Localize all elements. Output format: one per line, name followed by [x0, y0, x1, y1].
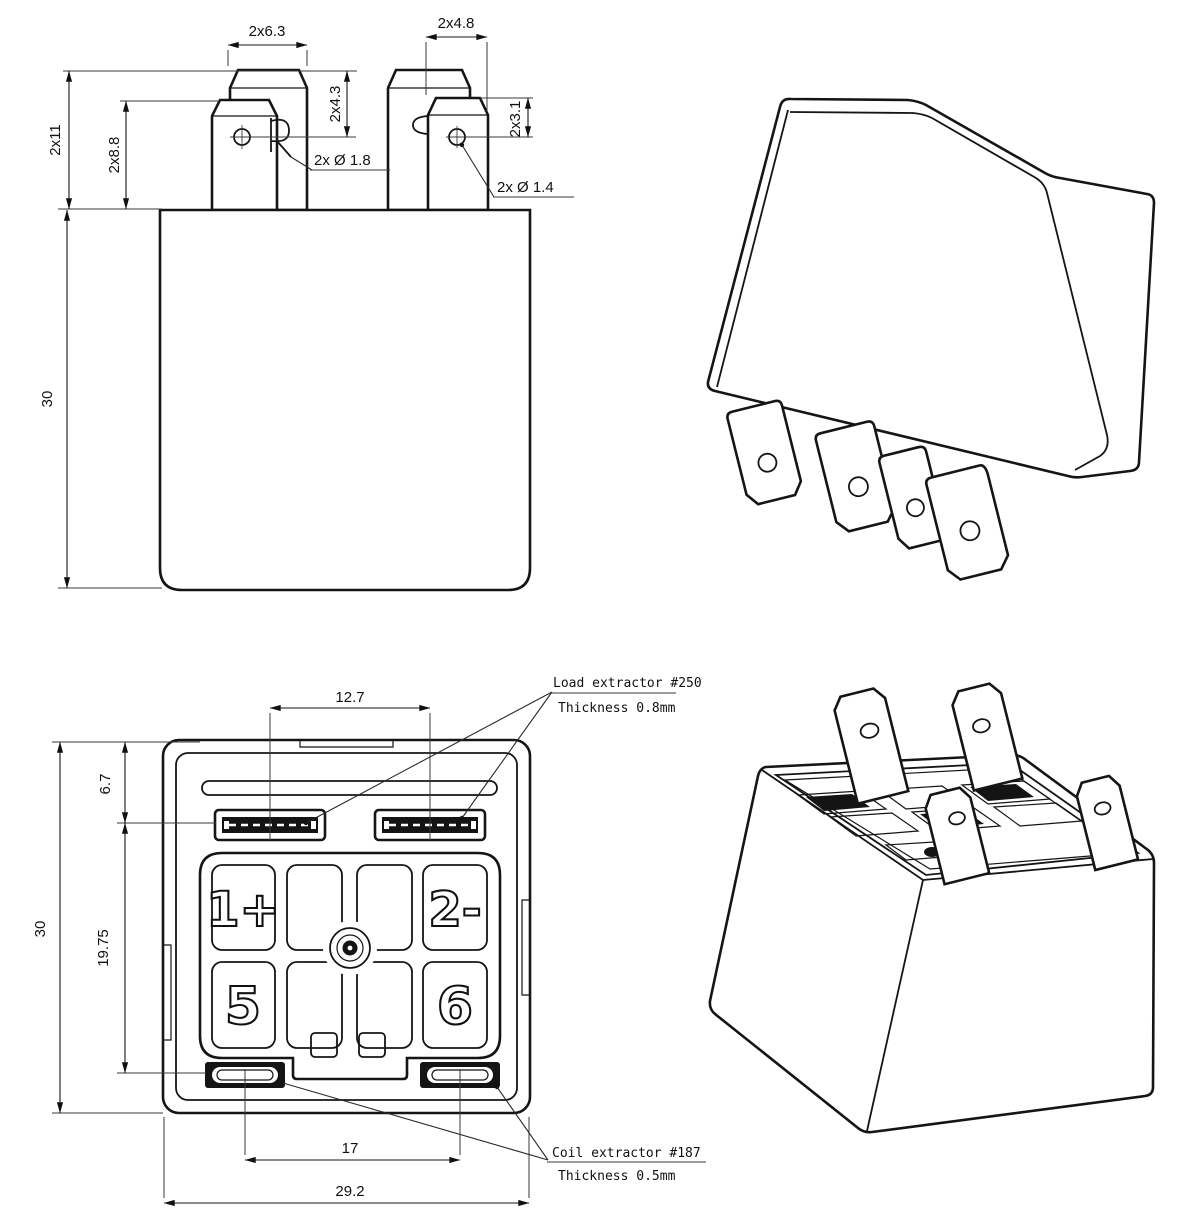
- blade-hole: [972, 718, 991, 734]
- pin-label-5: 5: [225, 977, 261, 1037]
- pin-label-1: 1+: [206, 882, 280, 938]
- pin-cell-1: [211, 864, 276, 951]
- dim-body-height: 30: [39, 391, 56, 408]
- terminal-curl: [412, 115, 429, 135]
- relay-housing: [708, 753, 1156, 1134]
- pin-cell-6: [422, 961, 488, 1049]
- load-extractor-note: Load extractor #250: [553, 676, 702, 691]
- housing-inner: [175, 752, 518, 1101]
- coil-thickness-note: Thickness 0.5mm: [558, 1169, 676, 1184]
- front-view: 2x6.3 2x4.8 2x4.3 2x3.1 2x11 2x8.8 30 2x…: [39, 15, 574, 592]
- iso-bottom-view: [708, 682, 1156, 1134]
- dim-terminal-height: 2x11: [47, 124, 64, 155]
- blade-hole: [948, 811, 966, 826]
- dim-row-pitch: 19.75: [95, 929, 112, 967]
- notch-slot: [310, 1032, 338, 1058]
- dim-load-tip-height: 2x4.3: [327, 86, 344, 123]
- blade-hole: [848, 476, 869, 498]
- pin-cell-2: [422, 864, 488, 951]
- terminal-blade: [951, 682, 1024, 793]
- blade-hole: [906, 498, 925, 518]
- dim-load-hole-dia: 2x Ø 1.8: [314, 152, 371, 169]
- pin-cell: [286, 961, 343, 1049]
- relay-body: [158, 208, 532, 592]
- dim-top-offset: 6.7: [97, 774, 114, 795]
- terminal-blade: [833, 687, 910, 806]
- vent-slot: [201, 780, 498, 796]
- pin-label-6: 6: [437, 977, 473, 1037]
- bottom-view: 1+ 2- 5 6 12.7 30 6.7 19.75 17 29.2 Load: [32, 676, 706, 1207]
- dim-body-width: 29.2: [335, 1183, 364, 1200]
- dim-coil-hole-dia: 2x Ø 1.4: [497, 179, 554, 196]
- dim-coil-tab-width: 2x4.8: [438, 15, 475, 32]
- pin-cell-5: [211, 961, 276, 1049]
- pin-label-2: 2-: [428, 882, 481, 938]
- dim-coil-tip-height: 2x3.1: [507, 101, 524, 138]
- coil-extractor-note: Coil extractor #187: [552, 1146, 701, 1161]
- load-thickness-note: Thickness 0.8mm: [558, 701, 676, 716]
- dim-coil-slot-pitch: 17: [342, 1140, 359, 1157]
- notch-slot: [358, 1032, 386, 1058]
- terminal-blade: [924, 786, 991, 886]
- blade-hole: [859, 722, 880, 739]
- center-boss: [329, 927, 371, 969]
- blade-hole: [757, 452, 778, 473]
- relay-housing: [706, 97, 1156, 479]
- pin-cell: [286, 864, 343, 951]
- leader-curl: [270, 118, 292, 158]
- pin-block: [198, 851, 502, 1081]
- blade-hole: [1093, 801, 1112, 816]
- terminal-blade: [877, 445, 947, 550]
- dim-hole-height: 2x8.8: [106, 137, 123, 174]
- blade-hole: [959, 520, 981, 542]
- iso-top-view: [706, 97, 1156, 581]
- dim-body-height: 30: [32, 921, 49, 938]
- terminal-blade: [726, 399, 803, 506]
- terminal-blade: [924, 464, 1010, 581]
- pin-cell: [356, 864, 413, 951]
- terminal-blade: [1075, 774, 1140, 872]
- dim-load-slot-pitch: 12.7: [335, 689, 364, 706]
- dim-load-tab-width: 2x6.3: [249, 23, 286, 40]
